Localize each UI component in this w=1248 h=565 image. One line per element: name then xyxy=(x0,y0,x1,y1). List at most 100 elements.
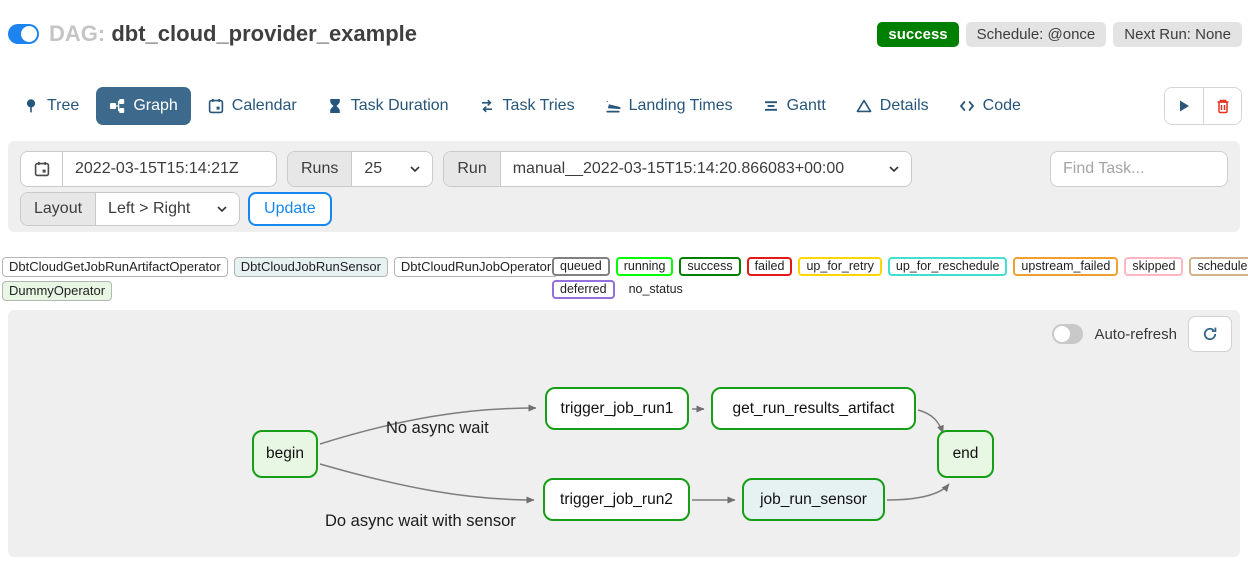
calendar-icon xyxy=(34,161,50,177)
state-badge-queued: queued xyxy=(552,257,610,276)
repeat-icon xyxy=(479,98,495,114)
node-trigger_job_run1[interactable]: trigger_job_run1 xyxy=(545,387,689,430)
gantt-icon xyxy=(763,98,779,114)
trigger-dag-button[interactable] xyxy=(1165,88,1203,124)
tab-label: Task Duration xyxy=(350,97,449,114)
operator-badge-dummyoperator: DummyOperator xyxy=(2,281,113,301)
node-trigger_job_run2[interactable]: trigger_job_run2 xyxy=(543,478,690,521)
state-badge-failed: failed xyxy=(746,257,793,276)
triangle-icon xyxy=(856,98,872,114)
trash-icon xyxy=(1215,98,1231,114)
tab-calendar[interactable]: Calendar xyxy=(195,87,310,125)
delete-dag-button[interactable] xyxy=(1203,88,1241,124)
layout-value: Left > Right xyxy=(108,200,191,217)
runs-count-value: 25 xyxy=(364,160,383,177)
refresh-button[interactable] xyxy=(1188,316,1232,352)
status-badge: success xyxy=(877,21,959,47)
tab-label: Task Tries xyxy=(502,97,575,114)
node-begin[interactable]: begin xyxy=(252,430,318,478)
node-get_run_results_artifact[interactable]: get_run_results_artifact xyxy=(711,387,916,430)
state-legend-row-1: queued running success failed up_for_retry up… xyxy=(552,257,1248,276)
code-icon xyxy=(959,98,975,114)
schedule-badge: Schedule: @once xyxy=(965,21,1107,47)
toggle-knob xyxy=(21,26,37,42)
play-icon xyxy=(1176,98,1192,114)
find-task-input[interactable] xyxy=(1050,151,1228,187)
edge-get_run_results_artifact-end xyxy=(917,409,944,434)
graph-panel: begin trigger_job_run1 get_run_results_art… xyxy=(8,310,1240,557)
state-legend: queued running success failed up_for_retry up… xyxy=(552,257,1248,299)
auto-refresh-label: Auto-refresh xyxy=(1094,325,1177,343)
tab-task-tries[interactable]: Task Tries xyxy=(466,87,588,125)
chevron-down-icon xyxy=(410,165,420,172)
tab-code[interactable]: Code xyxy=(946,87,1034,125)
run-group: Run manual__2022-03-15T15:14:20.866083+0… xyxy=(443,151,912,187)
tab-landing-times[interactable]: Landing Times xyxy=(592,87,746,125)
hourglass-icon xyxy=(327,98,343,114)
tab-tree[interactable]: Tree xyxy=(10,87,92,125)
run-label: Run xyxy=(444,152,501,186)
filter-row-2: Layout Left > Right Update xyxy=(20,192,1228,226)
execution-date-input[interactable] xyxy=(63,152,276,186)
run-value: manual__2022-03-15T15:14:20.866083+00:00 xyxy=(512,160,845,177)
dag-pause-toggle[interactable] xyxy=(8,24,39,44)
state-badge-running: running xyxy=(615,257,674,276)
toggle-knob xyxy=(1054,326,1071,342)
operator-badge-dbtcloudrunjoboperator: DbtCloudRunJobOperator xyxy=(393,257,559,277)
graph-edges xyxy=(319,404,950,504)
chevron-down-icon xyxy=(217,205,227,212)
tab-graph[interactable]: Graph xyxy=(96,87,191,125)
tab-label: Calendar xyxy=(231,97,297,114)
tab-label: Tree xyxy=(47,97,80,114)
node-job_run_sensor[interactable]: job_run_sensor xyxy=(742,478,885,521)
tab-details[interactable]: Details xyxy=(843,87,942,125)
layout-select[interactable]: Left > Right xyxy=(96,193,240,225)
plane-landing-icon xyxy=(605,98,621,114)
tab-gantt[interactable]: Gantt xyxy=(750,87,839,125)
chevron-down-icon xyxy=(889,165,899,172)
state-badge-upstream-failed: upstream_failed xyxy=(1013,257,1119,276)
next-run-badge: Next Run: None xyxy=(1113,21,1242,47)
sitemap-icon xyxy=(109,98,125,114)
graph-controls: Auto-refresh xyxy=(1052,316,1232,352)
runs-count-select[interactable]: 25 xyxy=(352,152,433,186)
edge-begin-trigger_job_run2 xyxy=(319,463,535,504)
runs-group: Runs 25 xyxy=(287,151,434,187)
refresh-icon xyxy=(1202,326,1218,342)
operator-badge-dbtcloudjobrunsensor: DbtCloudJobRunSensor xyxy=(233,257,388,277)
tab-bar: Tree Graph Calendar Task Duration Task Tries… xyxy=(10,86,1242,126)
tab-label: Landing Times xyxy=(628,97,733,114)
dag-header: DAG: dbt_cloud_provider_example success … xyxy=(8,16,1242,52)
state-badge-success: success xyxy=(679,257,741,276)
state-badge-up-for-retry: up_for_retry xyxy=(798,257,882,276)
tab-label: Gantt xyxy=(786,97,826,114)
layout-label: Layout xyxy=(21,193,97,225)
dag-action-buttons xyxy=(1164,87,1242,125)
tab-bar-items: Tree Graph Calendar Task Duration Task Tries… xyxy=(10,87,1034,125)
state-badge-deferred: deferred xyxy=(552,280,615,299)
filter-panel: Runs 25 Run manual__2022-03-15T15:14:20.… xyxy=(8,141,1240,232)
edge-job_run_sensor-end xyxy=(886,483,950,501)
node-end[interactable]: end xyxy=(937,430,994,478)
edge-begin-trigger_job_run1 xyxy=(319,404,537,445)
calendar-picker-button[interactable] xyxy=(21,152,63,186)
edge-label-do-async-wait-with-sensor: Do async wait with sensor xyxy=(325,512,516,530)
dag-name: dbt_cloud_provider_example xyxy=(111,21,417,46)
filter-row-1: Runs 25 Run manual__2022-03-15T15:14:20.… xyxy=(20,151,1228,187)
tab-label: Graph xyxy=(133,97,178,114)
auto-refresh-toggle[interactable] xyxy=(1052,324,1084,344)
tab-task-duration[interactable]: Task Duration xyxy=(314,87,462,125)
calendar-icon xyxy=(208,98,224,114)
run-select[interactable]: manual__2022-03-15T15:14:20.866083+00:00 xyxy=(500,152,911,186)
state-badge-skipped: skipped xyxy=(1124,257,1184,276)
update-button[interactable]: Update xyxy=(248,192,332,226)
pin-icon xyxy=(23,98,39,114)
dag-title-prefix: DAG: xyxy=(49,21,106,46)
tab-label: Details xyxy=(879,97,929,114)
state-badge-up-for-reschedule: up_for_reschedule xyxy=(887,257,1008,276)
